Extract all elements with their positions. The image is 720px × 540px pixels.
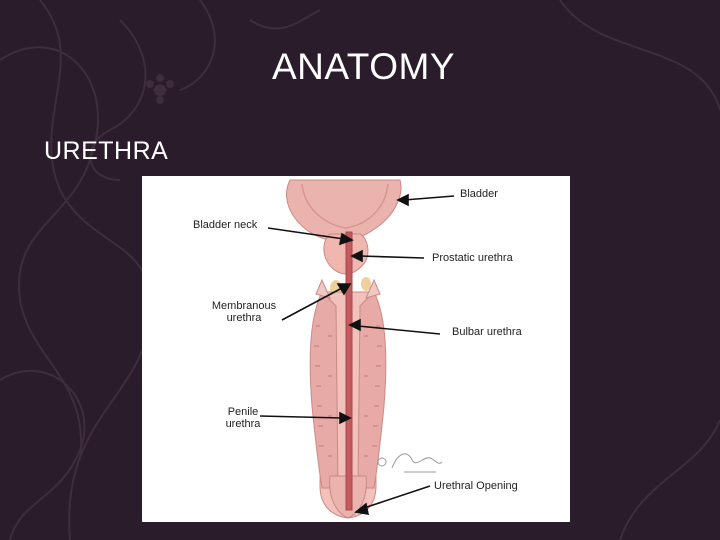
bladder-pointer <box>403 195 455 201</box>
penile-urethra-pointer <box>259 415 343 419</box>
right-corpus-cavernosum <box>357 291 387 489</box>
label-membranous-urethra: Membranous urethra <box>204 300 284 324</box>
left-corpus-cavernosum <box>309 291 339 489</box>
prostatic-urethra-pointer <box>359 255 425 259</box>
label-bladder-neck: Bladder neck <box>193 219 258 231</box>
urethra-tube <box>345 231 353 511</box>
label-penile-line1: Penile <box>227 406 259 418</box>
label-bulbar-urethra: Bulbar urethra <box>452 326 522 338</box>
label-membranous-line1: Membranous <box>211 300 277 312</box>
slide-title: ANATOMY <box>271 46 455 87</box>
label-prostatic-urethra: Prostatic urethra <box>432 252 513 264</box>
label-urethral-opening: Urethral Opening <box>434 480 518 492</box>
label-penile-line2: urethra <box>225 418 261 430</box>
membranous-urethra-pointer <box>281 287 343 321</box>
urethral-opening-pointer <box>363 485 431 509</box>
label-membranous-line2: urethra <box>226 312 262 324</box>
urethra-anatomy-illustration <box>259 179 455 519</box>
bulbar-urethra-pointer <box>357 325 441 335</box>
urethra-anatomy-figure: Bladder Bladder neck Prostatic urethra M… <box>142 176 570 522</box>
bladder-shape <box>286 179 402 241</box>
label-bladder: Bladder <box>460 188 498 200</box>
artist-signature <box>377 453 443 473</box>
bladder-neck-pointer <box>267 227 345 240</box>
slide-subtitle: URETHRA <box>44 137 169 165</box>
label-penile-urethra: Penile urethra <box>220 406 266 430</box>
